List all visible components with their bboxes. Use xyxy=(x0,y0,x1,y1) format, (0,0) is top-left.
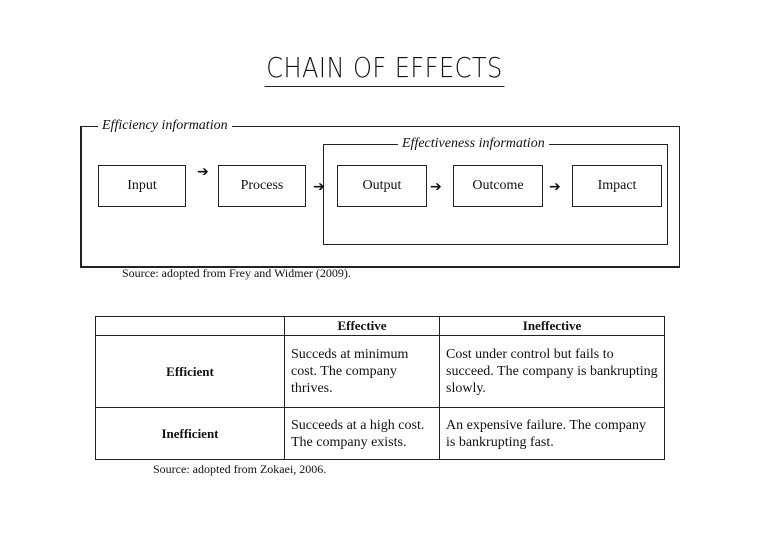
table-header-row: Effective Ineffective xyxy=(95,316,665,336)
row-label-inefficient: Inefficient xyxy=(95,407,285,460)
box-output: Output xyxy=(337,165,427,207)
table-header-effective: Effective xyxy=(284,316,440,336)
box-process: Process xyxy=(218,165,306,207)
page-title-wrap: CHAIN OF EFFECTS xyxy=(0,52,768,87)
diagram-source: Source: adopted from Frey and Widmer (20… xyxy=(122,266,351,280)
cell-inefficient-ineffective: An expensive failure. The company is ban… xyxy=(439,407,665,460)
table-source: Source: adopted from Zokaei, 2006. xyxy=(153,462,327,476)
table-row: Inefficient Succeeds at a high cost. The… xyxy=(95,407,665,460)
table-row: Efficient Succeds at minimum cost. The c… xyxy=(95,335,665,408)
effectiveness-label: Effectiveness information xyxy=(398,136,549,152)
cell-efficient-ineffective: Cost under control but fails to succeed.… xyxy=(439,335,665,408)
arrow-icon: ➔ xyxy=(430,179,442,195)
table-header-empty xyxy=(95,316,285,336)
table-header-ineffective: Ineffective xyxy=(439,316,665,336)
box-impact: Impact xyxy=(572,165,662,207)
cell-inefficient-effective: Succeeds at a high cost. The company exi… xyxy=(284,407,440,460)
cell-efficient-effective: Succeds at minimum cost. The company thr… xyxy=(284,335,440,408)
box-outcome: Outcome xyxy=(453,165,543,207)
page-title: CHAIN OF EFFECTS xyxy=(264,52,504,87)
box-input: Input xyxy=(98,165,186,207)
arrow-icon: ➔ xyxy=(549,179,561,195)
efficiency-label: Efficiency information xyxy=(98,118,232,134)
chain-of-effects-diagram: Efficiency information Effectiveness inf… xyxy=(80,118,680,280)
row-label-efficient: Efficient xyxy=(95,335,285,408)
arrow-icon: ➔ xyxy=(197,164,209,180)
efficiency-effectiveness-table: Effective Ineffective Efficient Succeds … xyxy=(95,316,665,460)
arrow-icon: ➔ xyxy=(313,179,325,195)
efficiency-frame xyxy=(80,126,680,268)
